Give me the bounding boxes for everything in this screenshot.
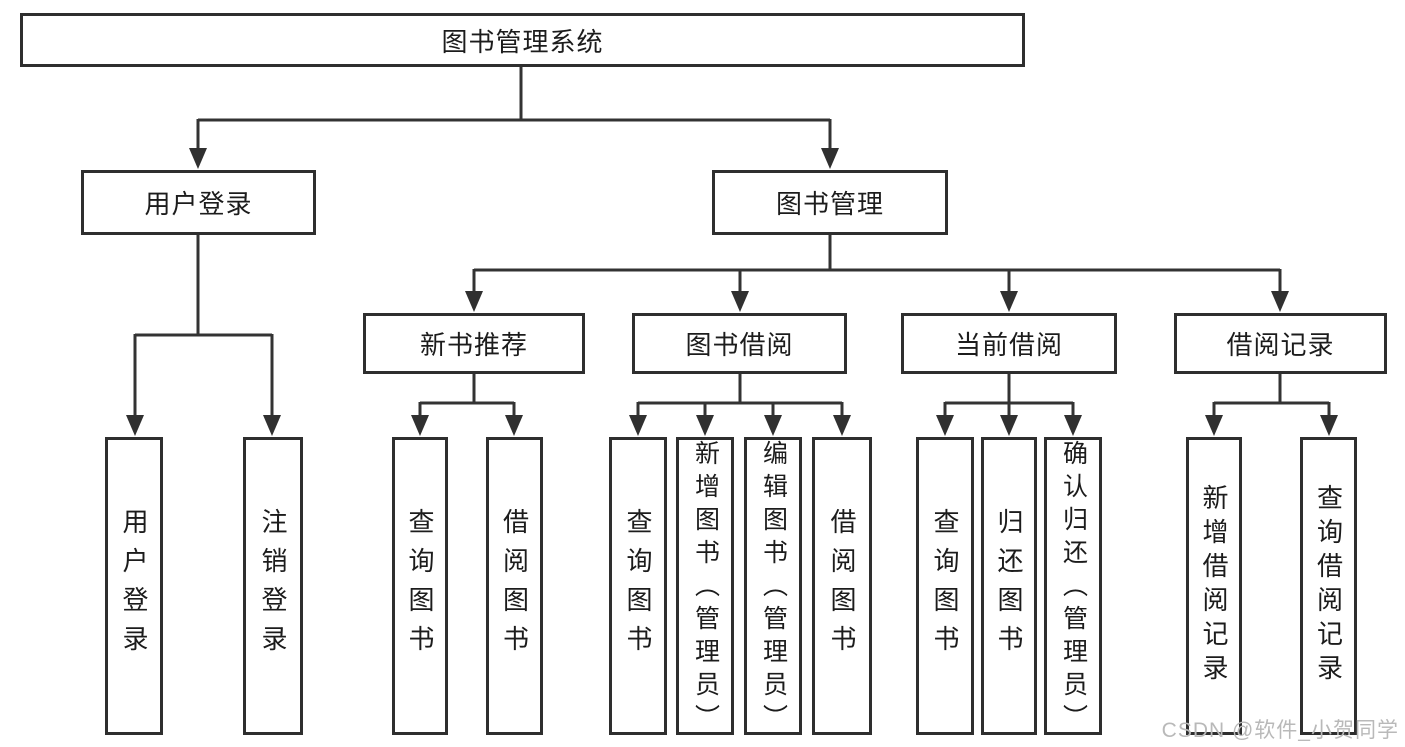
leaf-query-borrow-record: 查询借阅记录 [1300, 437, 1357, 735]
node-borrow-records: 借阅记录 [1174, 313, 1387, 374]
csdn-watermark: CSDN @软件_小贺同学 [1161, 719, 1399, 742]
node-label: 查询借阅记录 [1313, 484, 1344, 688]
leaf-return-books: 归还图书 [981, 437, 1037, 735]
connector-new-book-recommend-to-leaves [411, 374, 523, 436]
node-label: 归还图书 [994, 508, 1024, 664]
leaf-query-books-borrowing: 查询图书 [609, 437, 667, 735]
leaf-borrow-books-borrowing: 借阅图书 [812, 437, 872, 735]
leaf-edit-books-admin: 编辑图书（管理员） [744, 437, 802, 737]
node-label: 查询图书 [405, 508, 435, 664]
connector-book-borrowing-to-leaves [629, 374, 851, 436]
connector-user-login-to-leaves [126, 235, 281, 436]
leaf-logout: 注销登录 [243, 437, 303, 735]
node-label: 新书推荐 [419, 330, 528, 360]
node-label: 用户登录 [144, 189, 253, 219]
node-label: 图书管理系统 [441, 26, 604, 57]
node-label: 当前借阅 [954, 330, 1063, 360]
node-label: 图书管理 [775, 189, 884, 219]
leaf-query-books-recommend: 查询图书 [392, 437, 448, 735]
node-book-borrowing: 图书借阅 [632, 313, 847, 374]
node-label: 新增借阅记录 [1199, 484, 1229, 688]
leaf-user-login: 用户登录 [105, 437, 163, 735]
node-label: 查询图书 [930, 508, 960, 664]
node-label: 借阅记录 [1226, 330, 1335, 360]
node-user-login: 用户登录 [81, 170, 316, 235]
node-library-management-system: 图书管理系统 [20, 13, 1025, 67]
node-label: 编辑图书（管理员） [759, 440, 788, 737]
node-label: 借阅图书 [827, 508, 857, 664]
node-new-book-recommend: 新书推荐 [363, 313, 585, 374]
leaf-confirm-return-admin: 确认归还（管理员） [1044, 437, 1102, 737]
node-label: 确认归还（管理员） [1059, 440, 1088, 737]
node-label: 借阅图书 [499, 508, 530, 664]
leaf-add-books-admin: 新增图书（管理员） [676, 437, 734, 737]
node-label: 新增图书（管理员） [691, 440, 720, 737]
node-label: 注销登录 [258, 508, 288, 664]
node-book-management: 图书管理 [712, 170, 948, 235]
node-label: 图书借阅 [685, 330, 794, 360]
leaf-query-books-current: 查询图书 [916, 437, 974, 735]
connector-book-management-to-groups [465, 235, 1289, 312]
connector-current-borrowing-to-leaves [936, 374, 1082, 436]
connector-root-to-branches [189, 67, 839, 169]
leaf-borrow-books-recommend: 借阅图书 [486, 437, 543, 735]
leaf-add-borrow-record: 新增借阅记录 [1186, 437, 1242, 735]
node-label: 查询图书 [623, 508, 653, 664]
node-label: 用户登录 [119, 508, 149, 664]
node-current-borrowing: 当前借阅 [901, 313, 1117, 374]
connector-borrow-records-to-leaves [1205, 374, 1338, 436]
